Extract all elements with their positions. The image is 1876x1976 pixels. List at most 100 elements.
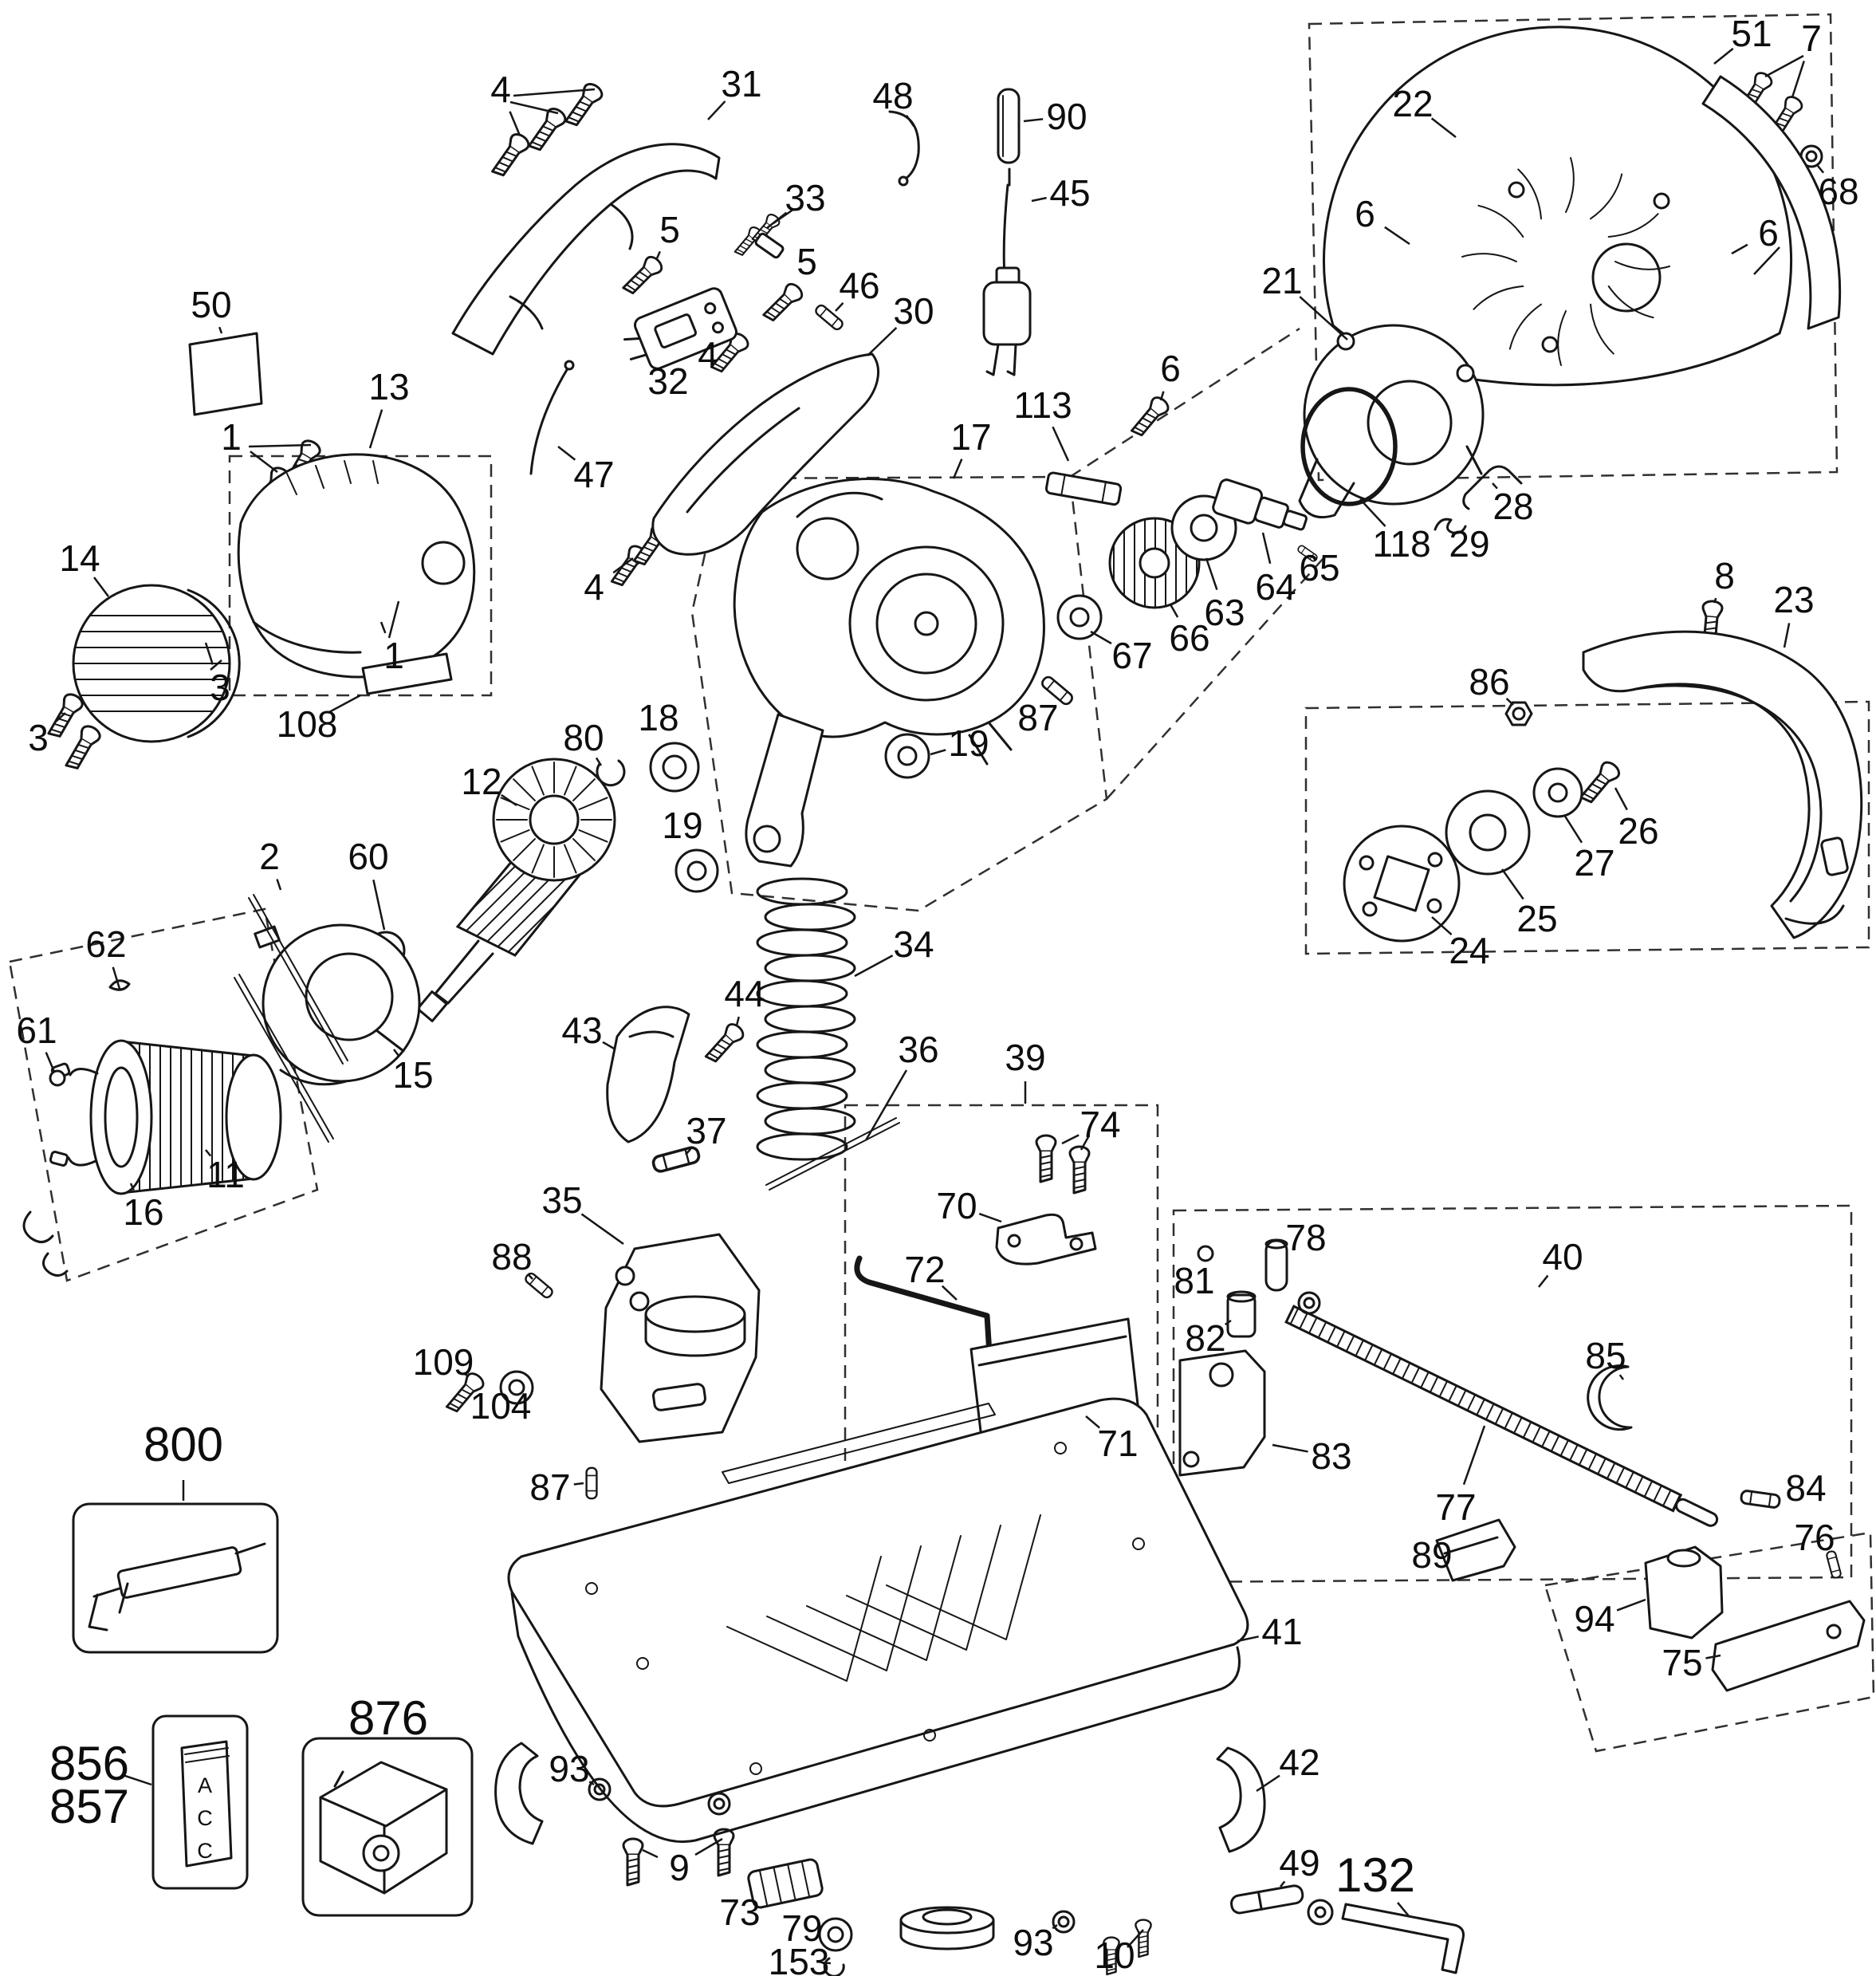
leader-line [602,1041,616,1051]
part-label-18: 18 [638,697,679,738]
chip-deflector-art [606,1006,690,1143]
part-label-856: 856 [49,1737,130,1790]
outer-guard-art [1582,630,1863,939]
part-label-73: 73 [719,1891,761,1933]
leader-line [1237,1636,1259,1643]
guard-bracket-art [1298,324,1485,519]
part-label-80: 80 [563,717,604,758]
leader-line [707,100,726,120]
part-label-93: 93 [1013,1922,1054,1963]
leader-line [204,642,214,665]
part-label-42: 42 [1279,1742,1320,1783]
leader-line [1705,1654,1721,1659]
part-label-6: 6 [1758,212,1779,254]
part-label-77: 77 [1435,1486,1477,1528]
kit-boxes-art [72,1502,474,1917]
leader-line [1225,1319,1232,1326]
leader-line [1397,1902,1410,1918]
leader-line [685,1147,692,1155]
gear-case-art [733,477,1045,868]
leader-line [1431,916,1453,935]
leader-line [766,211,788,229]
motor-housing-art [237,453,476,679]
switch-art [623,232,785,370]
bottom-hardware-art [747,1858,1465,1976]
field-coil-art [22,979,282,1277]
leader-line [463,1372,470,1378]
leader-line [93,577,109,597]
cord-protector-art [997,88,1021,164]
part-label-49: 49 [1279,1842,1320,1883]
leader-line [1384,226,1410,246]
part-label-26: 26 [1618,810,1659,852]
leader-line [1505,697,1514,706]
part-label-31: 31 [721,63,762,104]
label-sheet-art [361,652,453,695]
part-label-71: 71 [1097,1423,1139,1464]
part-label-113: 113 [1013,384,1072,426]
part-label-35: 35 [541,1179,583,1221]
part-label-47: 47 [573,454,615,495]
leader-line [1430,117,1457,138]
part-label-19: 19 [662,805,703,846]
leader-line [573,1482,584,1486]
pivot-bracket-art [600,1233,761,1443]
leader-line [655,250,661,259]
part-label-23: 23 [1773,579,1815,620]
part-label-3: 3 [210,667,230,708]
part-label-93: 93 [549,1748,590,1789]
armature-art [416,758,616,1022]
leader-line [867,326,898,356]
part-label-29: 29 [1449,523,1490,565]
part-label-6: 6 [1355,193,1375,234]
leader-line [1280,1880,1286,1887]
leader-line [1359,498,1386,527]
part-label-61: 61 [16,1010,57,1051]
baffle-art [254,923,421,1086]
part-label-104: 104 [470,1385,532,1427]
leader-line [930,749,946,756]
leader-line [1462,1425,1486,1486]
part-label-50: 50 [191,284,232,325]
part-label-48: 48 [872,75,914,116]
wire-47-end [564,360,575,371]
part-label-74: 74 [1080,1104,1121,1145]
part-label-84: 84 [1785,1467,1827,1509]
handle-cover-art [651,352,879,556]
leader-line [129,1183,135,1191]
part-label-64: 64 [1255,566,1296,608]
leader-line [1817,165,1825,174]
leader-line [735,1016,740,1026]
leader-line [1085,1415,1100,1429]
long-pins-art [234,894,348,1143]
leader-line [1205,557,1218,590]
wire-form-art [1434,465,1523,534]
leader-line [509,111,521,136]
leader-line [1616,1598,1646,1612]
extra-leader-lines [210,54,1804,1948]
part-label-12: 12 [461,761,502,802]
o-ring-art [1300,387,1398,506]
part-label-76: 76 [1794,1517,1835,1558]
part-label-43: 43 [561,1010,603,1051]
leader-line [393,1049,399,1057]
blade-guard-art [1323,26,1842,387]
part-label-36: 36 [898,1029,939,1070]
part-label-60: 60 [348,836,389,877]
hex-nut-art [1504,701,1533,726]
leader-line [45,1052,56,1073]
leader-line [1052,1923,1058,1930]
part-label-3: 3 [28,717,49,758]
acc-card-art [180,1740,233,1868]
part-label-4: 4 [584,566,604,608]
part-label-857: 857 [49,1780,130,1833]
leader-line [1052,426,1070,462]
leader-line [854,955,894,978]
leader-line [864,1069,908,1141]
part-label-9: 9 [669,1847,690,1888]
part-label-108: 108 [276,703,338,745]
part-label-118: 118 [1372,523,1431,565]
part-label-62: 62 [85,923,127,965]
leader-line [642,1848,659,1859]
part-label-2: 2 [259,836,280,877]
